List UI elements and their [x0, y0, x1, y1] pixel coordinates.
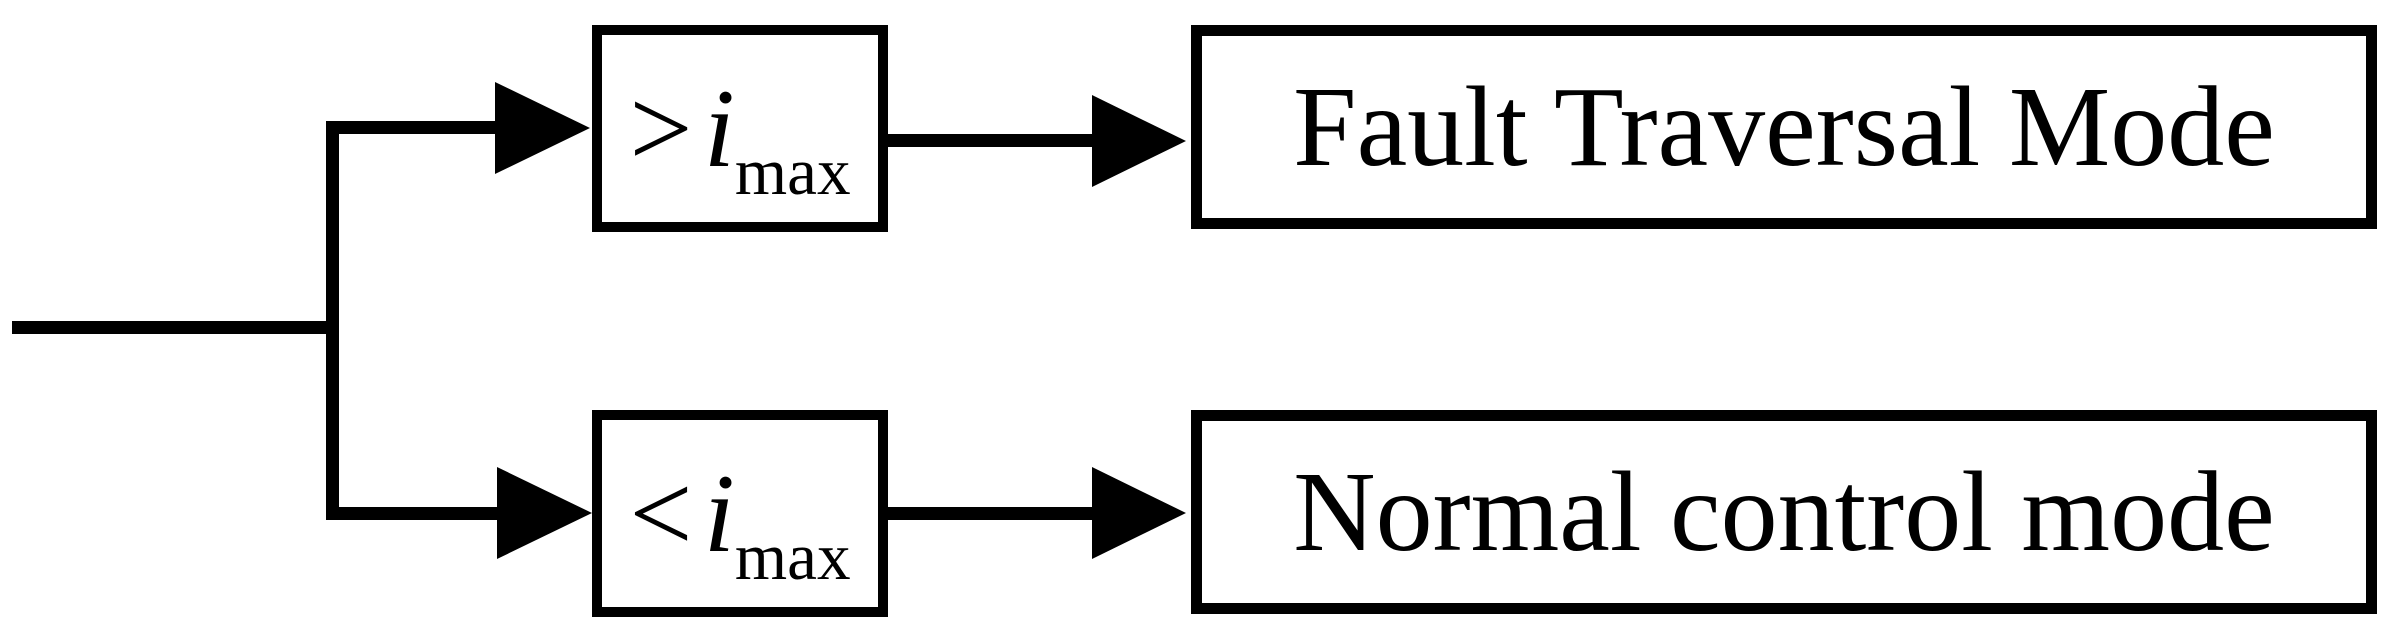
mode-box-fault-traversal: Fault Traversal Mode: [1191, 25, 2377, 229]
condition-box-under-max: <imax: [592, 410, 888, 617]
mode-label: Fault Traversal Mode: [1293, 63, 2275, 190]
condition-text: <imax: [629, 458, 850, 590]
bottom-entry-arrowhead-icon: [497, 467, 592, 559]
top-exit-arrowhead-icon: [1092, 95, 1186, 187]
mode-label: Normal control mode: [1293, 448, 2275, 575]
bottom-exit-line: [886, 507, 1092, 520]
condition-text: >imax: [629, 73, 850, 205]
condition-subscript: max: [734, 518, 851, 594]
input-line: [12, 321, 339, 334]
top-entry-arrowhead-icon: [495, 82, 590, 174]
condition-box-over-max: >imax: [592, 25, 888, 232]
condition-variable: i: [703, 451, 735, 576]
condition-operator: >: [629, 66, 693, 191]
condition-subscript: max: [734, 133, 851, 209]
condition-operator: <: [629, 451, 693, 576]
condition-variable: i: [703, 66, 735, 191]
top-branch-line: [326, 121, 500, 134]
top-exit-line: [886, 134, 1092, 147]
branch-vertical-line: [326, 121, 339, 520]
bottom-branch-line: [326, 507, 500, 520]
mode-box-normal-control: Normal control mode: [1191, 410, 2377, 614]
bottom-exit-arrowhead-icon: [1092, 467, 1186, 559]
